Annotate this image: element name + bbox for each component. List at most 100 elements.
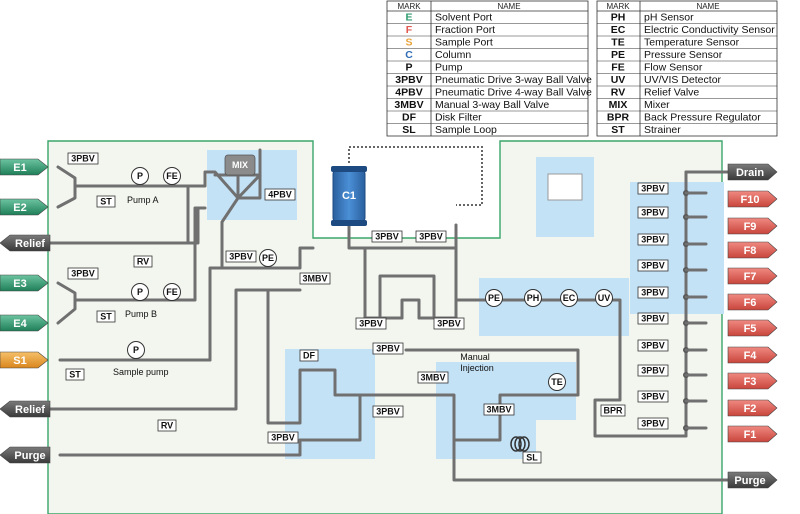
port-f8: F8 <box>727 241 778 259</box>
legend-left-name: Sample Loop <box>435 124 497 136</box>
svg-text:3PBV: 3PBV <box>375 232 399 242</box>
port-e1: E1 <box>0 158 49 176</box>
legend-right-mark: RV <box>611 87 625 99</box>
pressure-sensor-1: PE <box>259 249 277 267</box>
port-f10: F10 <box>727 190 778 208</box>
legend-left-name: Disk Filter <box>435 112 482 124</box>
svg-text:3PBV: 3PBV <box>419 232 443 242</box>
legend-right-name: Strainer <box>644 124 681 136</box>
tag-3pbv-fraction: 3PBV <box>637 259 708 273</box>
legend-left-header-mark: MARK <box>397 2 421 11</box>
legend-right-mark: UV <box>611 74 626 86</box>
tag-3pbv: 3PBV <box>67 152 99 165</box>
legend-left-name: Pneumatic Drive 4-way Ball Valve <box>435 87 592 99</box>
svg-text:3MBV: 3MBV <box>302 274 327 284</box>
legend-left-mark: SL <box>402 124 416 136</box>
svg-text:F6: F6 <box>744 297 757 309</box>
svg-text:UV: UV <box>598 293 611 303</box>
svg-text:E3: E3 <box>13 278 26 290</box>
svg-text:EC: EC <box>563 293 576 303</box>
tag-df: DF <box>299 349 319 362</box>
port-relief-2: Relief <box>0 400 51 418</box>
svg-text:BPR: BPR <box>603 406 623 416</box>
legend-right-name: pH Sensor <box>644 12 694 24</box>
legend-right-name: Pressure Sensor <box>644 49 723 61</box>
port-e4: E4 <box>0 314 49 332</box>
tag-3pbv: 3PBV <box>67 267 99 280</box>
svg-text:3PBV: 3PBV <box>71 154 95 164</box>
svg-text:P: P <box>137 287 143 297</box>
port-drain: Drain <box>727 163 778 181</box>
tag-st: ST <box>65 368 85 381</box>
port-f3: F3 <box>727 372 778 390</box>
tag-3pbv: 3PBV <box>371 230 403 243</box>
port-f9: F9 <box>727 217 778 235</box>
port-purge-right: Purge <box>727 471 778 489</box>
svg-text:Relief: Relief <box>15 238 45 250</box>
mixer: MIX <box>224 154 256 176</box>
svg-text:RV: RV <box>137 257 149 267</box>
svg-text:P: P <box>137 171 143 181</box>
tag-3pbv: 3PBV <box>267 431 299 444</box>
legend-left-mark: F <box>406 24 413 36</box>
svg-text:3PBV: 3PBV <box>641 184 665 194</box>
legend-right-name: Mixer <box>644 99 670 111</box>
tag-st: ST <box>96 195 116 208</box>
svg-text:3PBV: 3PBV <box>641 314 665 324</box>
legend-right-mark: PE <box>611 49 625 61</box>
tag-3pbv-fraction: 3PBV <box>637 339 708 353</box>
tag-3pbv: 3PBV <box>225 250 257 263</box>
legend-left-name: Fraction Port <box>435 24 495 36</box>
svg-text:F9: F9 <box>744 221 757 233</box>
svg-text:3PBV: 3PBV <box>376 344 400 354</box>
svg-text:3PBV: 3PBV <box>641 341 665 351</box>
svg-text:3PBV: 3PBV <box>641 366 665 376</box>
tag-3pbv-fraction: 3PBV <box>637 206 708 220</box>
legend-left-name: Sample Port <box>435 37 493 49</box>
ph-sensor: PH <box>524 289 542 307</box>
port-relief-1: Relief <box>0 234 51 252</box>
svg-text:P: P <box>133 345 139 355</box>
flow-sensor-a: FE <box>163 167 181 185</box>
svg-text:3PBV: 3PBV <box>641 261 665 271</box>
svg-text:3PBV: 3PBV <box>271 433 295 443</box>
svg-text:PH: PH <box>527 293 540 303</box>
port-f2: F2 <box>727 399 778 417</box>
port-f4: F4 <box>727 346 778 364</box>
legend-left-mark: DF <box>402 112 417 124</box>
port-f6: F6 <box>727 293 778 311</box>
flow-sensor-b: FE <box>163 283 181 301</box>
svg-text:SL: SL <box>526 453 538 463</box>
legend-right-mark: BPR <box>607 112 630 124</box>
svg-text:ST: ST <box>69 370 81 380</box>
tag-3pbv-fraction: 3PBV <box>637 312 708 326</box>
column-label: C1 <box>342 190 356 202</box>
pump-a-label: Pump A <box>127 195 159 205</box>
svg-text:ST: ST <box>100 312 112 322</box>
legend-right-name: Electric Conductivity Sensor <box>644 24 775 36</box>
svg-text:S1: S1 <box>13 355 26 367</box>
port-purge-left: Purge <box>0 446 51 464</box>
legend-left-mark: C <box>405 49 413 61</box>
svg-text:3PBV: 3PBV <box>641 288 665 298</box>
legend-right-mark: TE <box>611 37 624 49</box>
port-e3: E3 <box>0 274 49 292</box>
legend-right-name: UV/VIS Detector <box>644 74 722 86</box>
port-f5: F5 <box>727 319 778 337</box>
svg-text:3MBV: 3MBV <box>486 405 511 415</box>
legend-right-mark: ST <box>611 124 625 136</box>
svg-text:F1: F1 <box>744 429 757 441</box>
legend-right-mark: PH <box>611 12 626 24</box>
legend-left-header-name: NAME <box>497 2 520 11</box>
svg-text:F10: F10 <box>741 194 760 206</box>
svg-text:3PBV: 3PBV <box>641 235 665 245</box>
pump-a: P <box>131 167 149 185</box>
svg-text:3MBV: 3MBV <box>420 373 445 383</box>
svg-text:F2: F2 <box>744 403 757 415</box>
sample-pump: P <box>127 341 145 359</box>
port-s1: S1 <box>0 351 49 369</box>
svg-text:3PBV: 3PBV <box>641 392 665 402</box>
legend-right-name: Temperature Sensor <box>644 37 740 49</box>
svg-text:E4: E4 <box>13 318 27 330</box>
